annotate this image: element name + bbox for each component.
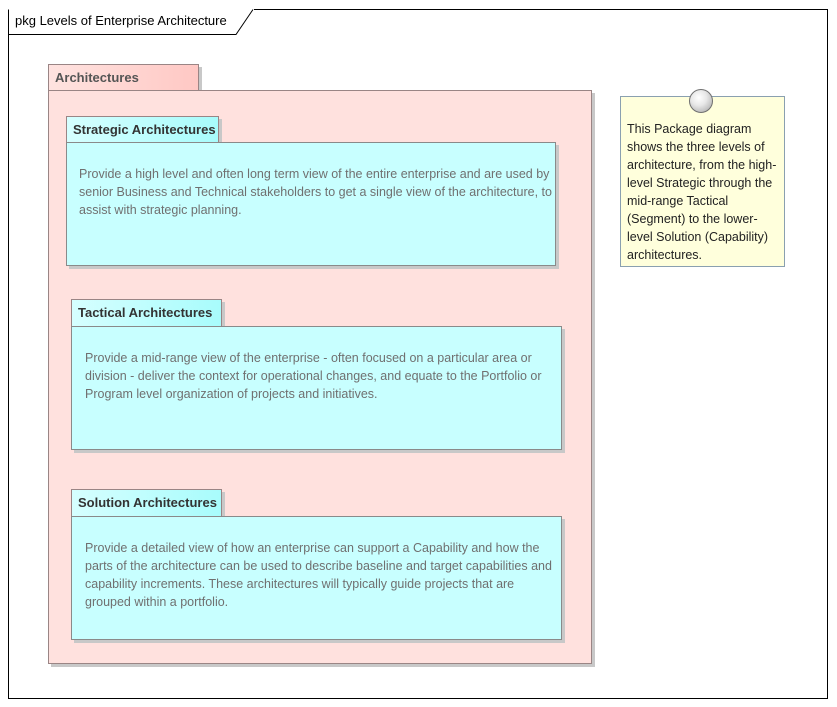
strategic-package-name: Strategic Architectures bbox=[73, 122, 216, 137]
tactical-description: Provide a mid-range view of the enterpri… bbox=[85, 351, 542, 401]
strategic-package[interactable]: Provide a high level and often long term… bbox=[66, 142, 556, 266]
architectures-package-tab[interactable]: Architectures bbox=[48, 64, 199, 91]
solution-package[interactable]: Provide a detailed view of how an enterp… bbox=[71, 516, 562, 640]
frame-title-tab: pkg Levels of Enterprise Architecture bbox=[8, 9, 254, 35]
diagram-note[interactable]: This Package diagram shows the three lev… bbox=[620, 96, 785, 267]
tactical-package[interactable]: Provide a mid-range view of the enterpri… bbox=[71, 326, 562, 450]
strategic-description: Provide a high level and often long term… bbox=[79, 167, 552, 217]
frame-tab-outline bbox=[8, 9, 254, 35]
tactical-package-name: Tactical Architectures bbox=[78, 305, 213, 320]
solution-package-name: Solution Architectures bbox=[78, 495, 217, 510]
frame-title: pkg Levels of Enterprise Architecture bbox=[15, 13, 227, 28]
tactical-package-tab[interactable]: Tactical Architectures bbox=[71, 299, 222, 327]
note-pin-icon bbox=[689, 89, 713, 113]
note-text: This Package diagram shows the three lev… bbox=[627, 122, 777, 262]
architectures-package-name: Architectures bbox=[55, 70, 139, 85]
strategic-package-tab[interactable]: Strategic Architectures bbox=[66, 116, 219, 143]
solution-description: Provide a detailed view of how an enterp… bbox=[85, 541, 552, 609]
solution-package-tab[interactable]: Solution Architectures bbox=[71, 489, 222, 517]
